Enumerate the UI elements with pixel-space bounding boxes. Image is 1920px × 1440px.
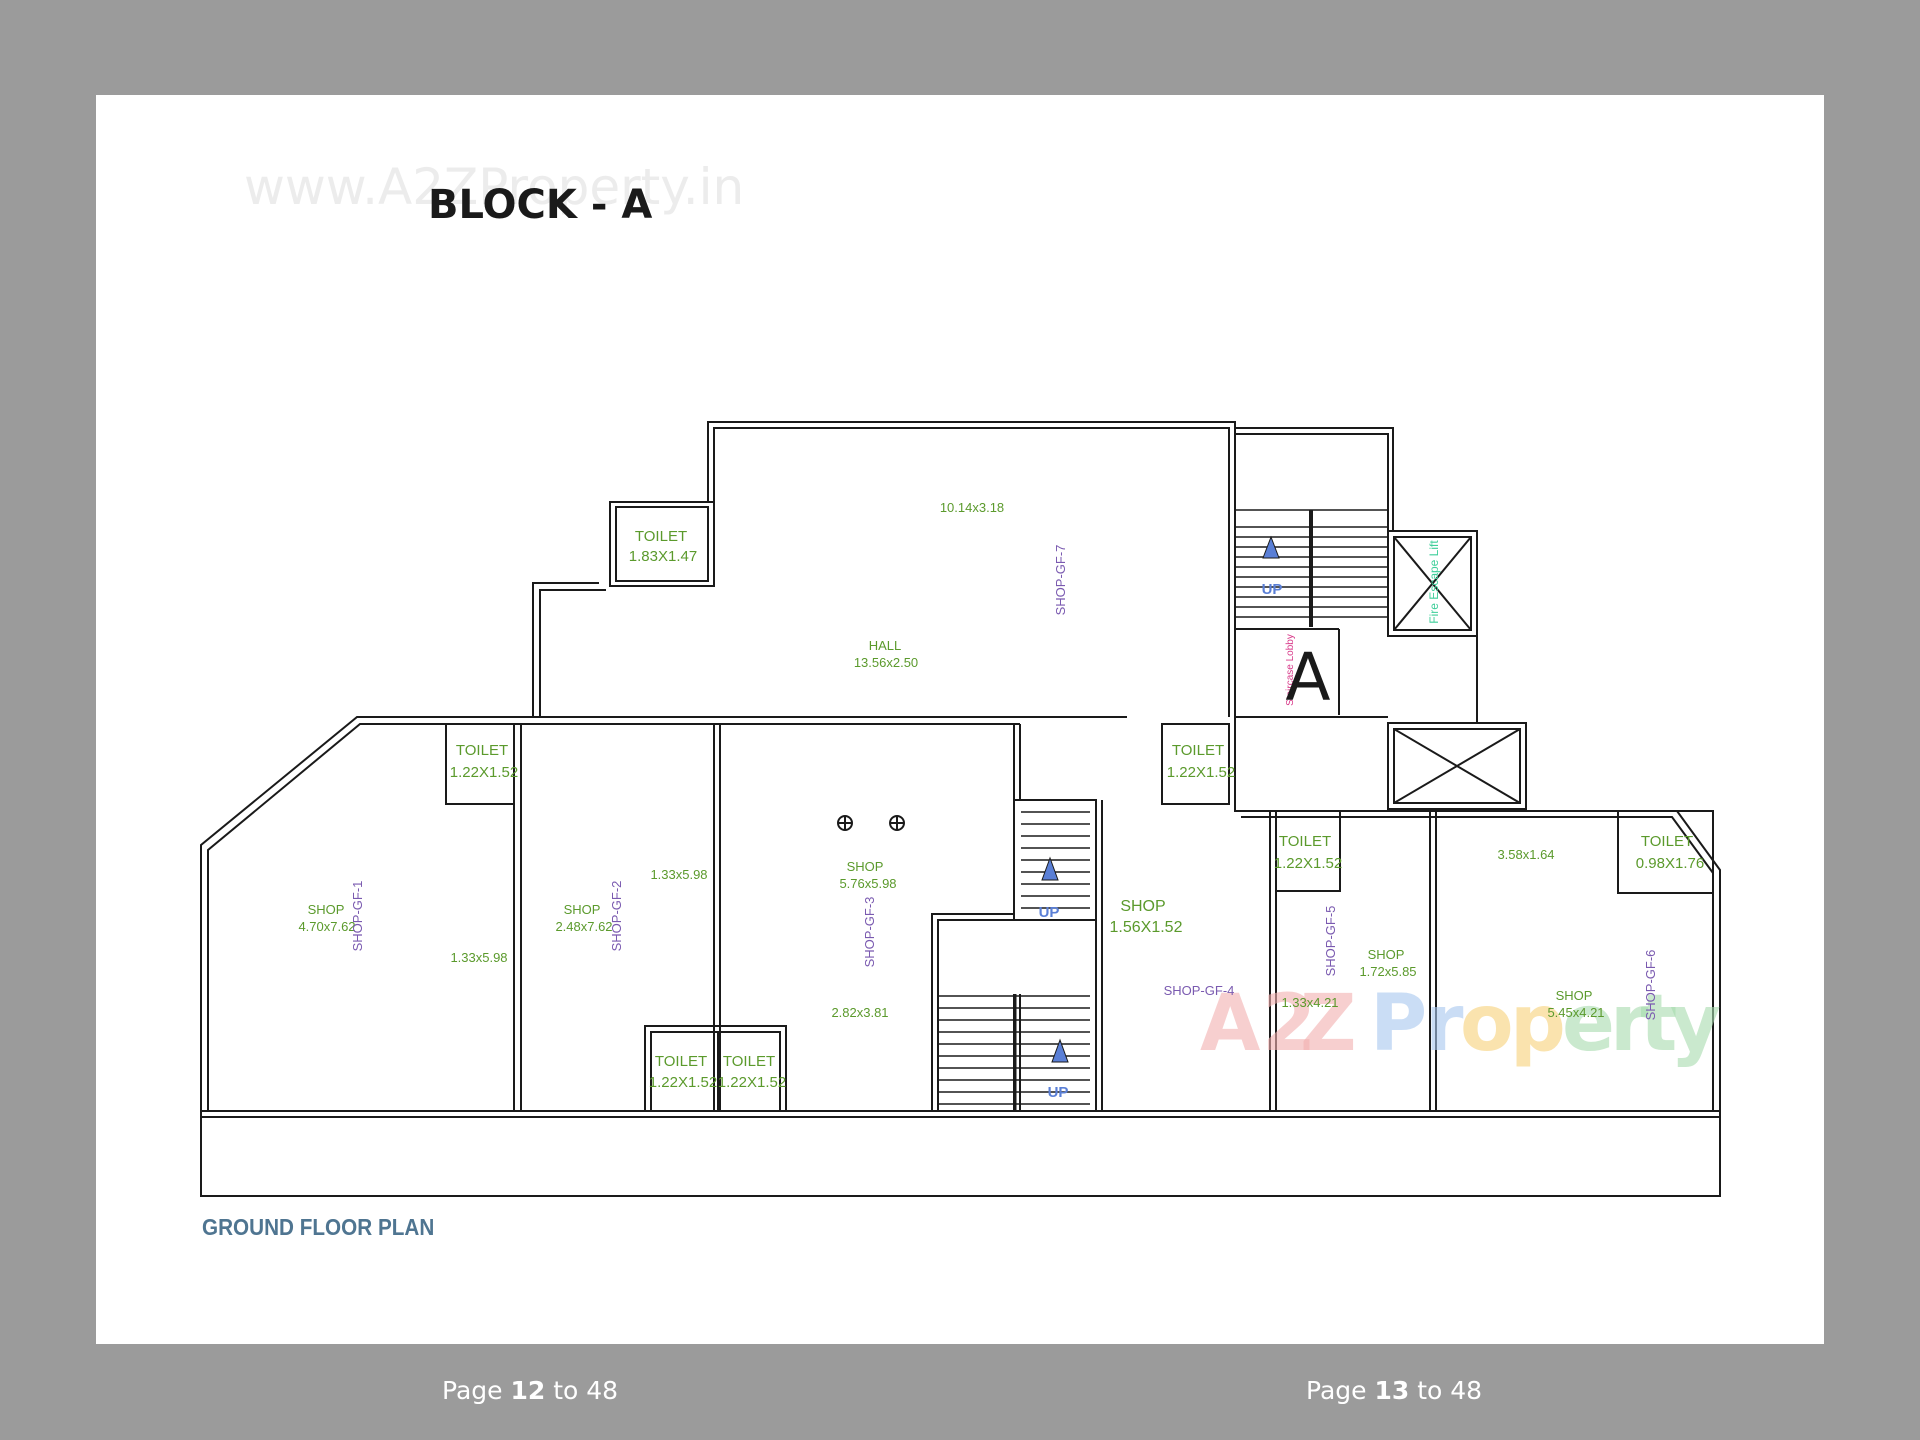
label-dim-3-58-1-64: 3.58x1.64: [1497, 847, 1554, 862]
label-dim-1-33-4-21: 1.33x4.21: [1281, 995, 1338, 1010]
page-indicator-right: Page 13 to 48: [1306, 1376, 1482, 1405]
label-shop5-dim: 1.72x5.85: [1359, 964, 1416, 979]
fire-lift-box: [1387, 530, 1478, 637]
page-suffix: to 48: [545, 1376, 619, 1405]
up-arrow-icon: [1041, 856, 1059, 881]
label-shop-gf3: SHOP-GF-3: [862, 897, 877, 968]
label-up-1: UP: [1262, 581, 1283, 598]
label-shop-gf4: SHOP-GF-4: [1164, 983, 1235, 998]
label-shop2-name: SHOP: [564, 902, 601, 917]
label-shop5-name: SHOP: [1368, 947, 1405, 962]
label-shop1-name: SHOP: [308, 902, 345, 917]
svg-text:2: 2: [1262, 979, 1316, 1069]
label-shop6-name: SHOP: [1556, 988, 1593, 1003]
label-toilet4-dim: 1.22X1.52: [1167, 764, 1235, 781]
label-up-2: UP: [1039, 904, 1060, 921]
up-arrow-icon: [1262, 535, 1280, 559]
block-letter: A: [1285, 639, 1330, 716]
svg-text:e: e: [1562, 979, 1615, 1069]
label-toilet1-dim: 1.22X1.52: [450, 764, 518, 781]
lift-box: [1387, 722, 1527, 810]
walls: [200, 421, 1721, 1197]
a2z-logo-watermark: A 2 Z P r o p e r t y: [1200, 979, 1721, 1069]
page-number: 12: [510, 1376, 546, 1405]
block-title: BLOCK - A: [428, 182, 653, 228]
label-shop3-dim: 5.76x5.98: [839, 876, 896, 891]
label-hall-top-dim: 10.14x3.18: [940, 500, 1004, 515]
label-toilet4-name: TOILET: [1172, 742, 1224, 759]
watermark-url: www.A2ZProperty.in: [244, 158, 745, 216]
svg-text:r: r: [1425, 979, 1464, 1069]
label-dim-1-33-5-98-a: 1.33x5.98: [450, 950, 507, 965]
label-shop4-name: SHOP: [1120, 898, 1165, 915]
label-lobby: Staircase Lobby: [1285, 634, 1296, 706]
label-shop3-name: SHOP: [847, 859, 884, 874]
page-number: 13: [1374, 1376, 1410, 1405]
plan-title: GROUND FLOOR PLAN: [202, 1214, 435, 1240]
label-shop-gf5: SHOP-GF-5: [1323, 906, 1338, 977]
svg-text:p: p: [1510, 979, 1566, 1069]
label-toilet1-name: TOILET: [456, 742, 508, 759]
label-toilet6-name: TOILET: [1641, 833, 1693, 850]
label-toilet2b-dim: 1.22X1.52: [718, 1074, 786, 1091]
front-strip: [200, 1110, 1721, 1197]
label-shop-gf1: SHOP-GF-1: [350, 881, 365, 952]
label-shop6-dim: 5.45x4.21: [1547, 1005, 1604, 1020]
label-hall-name: HALL: [869, 638, 902, 653]
label-toilet-top-dim: 1.83X1.47: [629, 548, 697, 565]
svg-text:y: y: [1670, 979, 1721, 1069]
room-labels: 10.14x3.18 HALL 13.56x2.50 SHOP-GF-7 TOI…: [298, 500, 1704, 1101]
svg-text:P: P: [1370, 979, 1427, 1069]
stair-arrows: [1041, 535, 1280, 1063]
label-dim-1-33-5-98-b: 1.33x5.98: [650, 867, 707, 882]
label-shop2-dim: 2.48x7.62: [555, 919, 612, 934]
page-prefix: Page: [442, 1376, 511, 1405]
label-shop4-dim: 1.56X1.52: [1110, 919, 1183, 936]
label-toilet6-dim: 0.98X1.76: [1636, 855, 1704, 872]
label-shop-gf6: SHOP-GF-6: [1643, 950, 1658, 1021]
label-shop1-dim: 4.70x7.62: [298, 919, 355, 934]
svg-text:r: r: [1610, 979, 1649, 1069]
label-toilet2a-name: TOILET: [655, 1053, 707, 1070]
label-toilet2b-name: TOILET: [723, 1053, 775, 1070]
label-toilet5-name: TOILET: [1279, 833, 1331, 850]
label-up-3: UP: [1048, 1084, 1069, 1101]
label-toilet5-dim: 1.22X1.52: [1274, 855, 1342, 872]
toilet-top-wall: [609, 501, 715, 587]
label-shop-gf2: SHOP-GF-2: [609, 881, 624, 952]
svg-text:A: A: [1200, 979, 1260, 1069]
label-fire-lift: Fire Escape Lift: [1427, 540, 1441, 624]
page-indicator-left: Page 12 to 48: [442, 1376, 618, 1405]
svg-text:Z: Z: [1300, 979, 1357, 1069]
page-suffix: to 48: [1409, 1376, 1483, 1405]
page-prefix: Page: [1306, 1376, 1375, 1405]
floor-plan-sheet: [96, 95, 1824, 1344]
label-toilet2a-dim: 1.22X1.52: [649, 1074, 717, 1091]
label-dim-2-82-3-81: 2.82x3.81: [831, 1005, 888, 1020]
svg-text:t: t: [1640, 979, 1677, 1069]
label-toilet-top-name: TOILET: [635, 528, 687, 545]
label-shop-gf7: SHOP-GF-7: [1053, 545, 1068, 616]
label-hall-dim: 13.56x2.50: [854, 655, 918, 670]
svg-text:o: o: [1460, 979, 1514, 1069]
up-arrow-icon: [1051, 1038, 1069, 1063]
